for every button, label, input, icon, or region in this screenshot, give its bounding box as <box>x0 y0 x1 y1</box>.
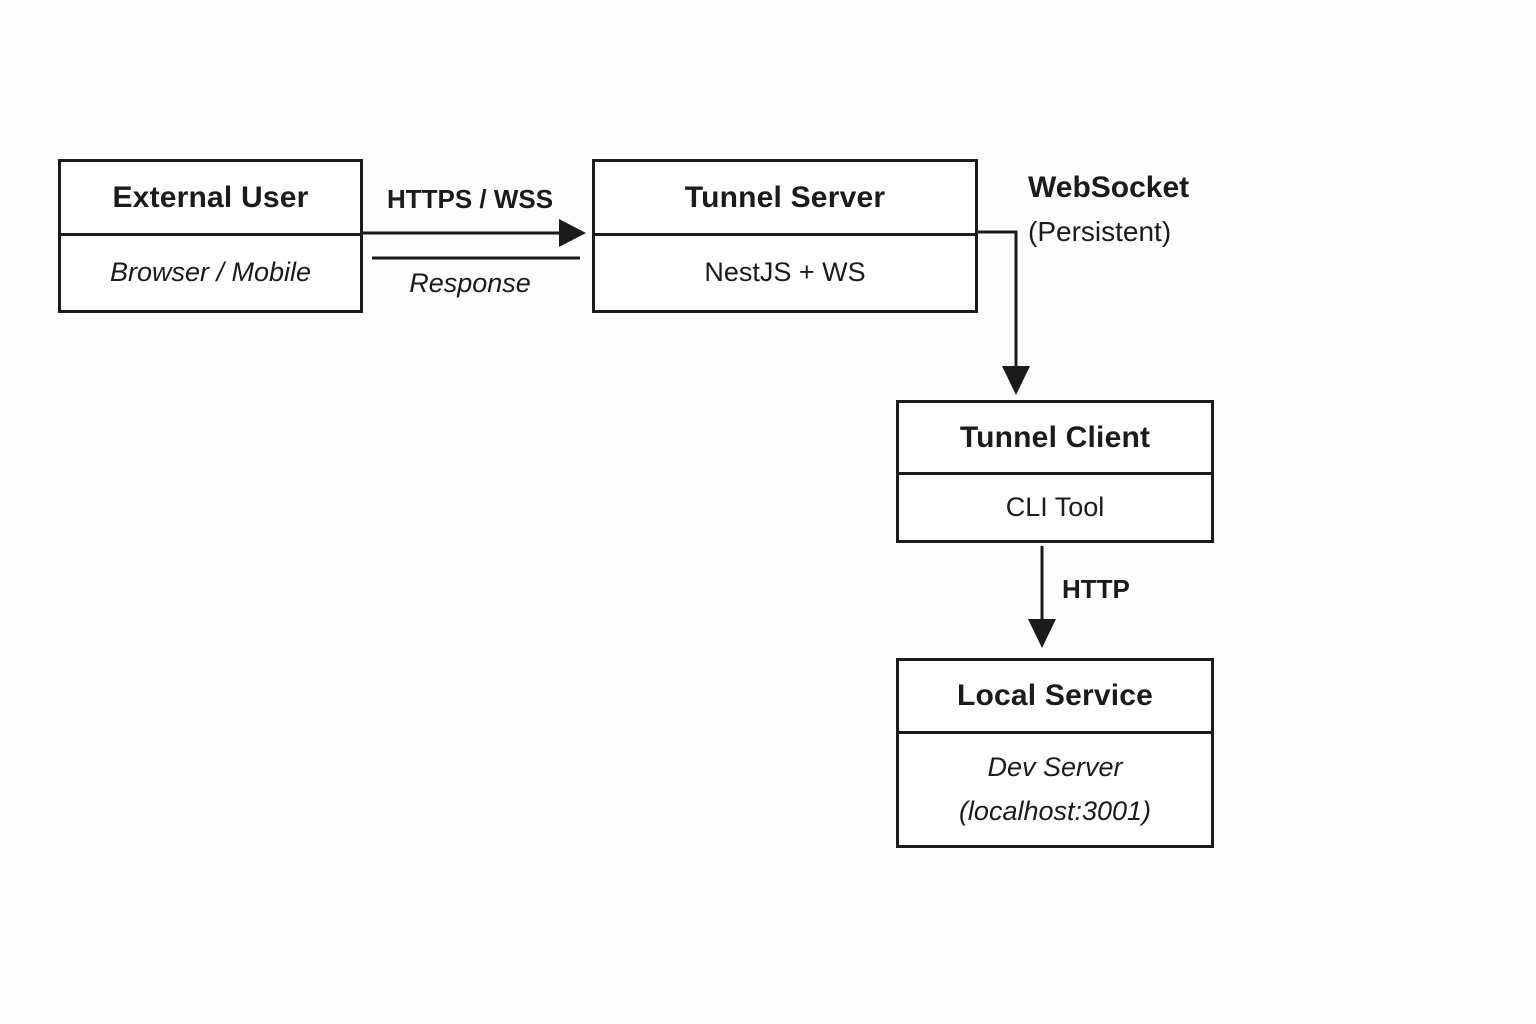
local-service-title: Local Service <box>899 661 1211 734</box>
local-service-subtitle: Dev Server (localhost:3001) <box>899 734 1211 845</box>
websocket-edge-label: WebSocket (Persistent) <box>1028 166 1189 254</box>
external-user-subtitle: Browser / Mobile <box>109 257 312 288</box>
tunnel-client-title: Tunnel Client <box>899 403 1211 475</box>
websocket-connector-line <box>977 230 1018 370</box>
websocket-edge-label-line1: WebSocket <box>1028 171 1190 204</box>
http-arrowhead <box>1028 619 1056 648</box>
response-edge-label: Response <box>409 268 531 298</box>
tunnel-client-subtitle: CLI Tool <box>1005 491 1105 522</box>
tunnel-server-title: Tunnel Server <box>595 162 975 236</box>
http-edge-label: HTTP <box>1062 574 1130 604</box>
tunnel-server-subtitle: NestJS + WS <box>704 257 866 288</box>
local-service-subtitle-line2: (localhost:3001) <box>958 795 1152 826</box>
request-edge-label: HTTPS / WSS <box>386 184 554 214</box>
tunnel-server-node: Tunnel Server NestJS + WS <box>592 159 978 313</box>
request-arrowhead <box>559 219 586 247</box>
websocket-edge-label-line2: (Persistent) <box>1028 216 1172 247</box>
tunnel-client-node: Tunnel Client CLI Tool <box>896 400 1214 543</box>
local-service-node: Local Service Dev Server (localhost:3001… <box>896 658 1214 848</box>
local-service-subtitle-line1: Dev Server <box>987 752 1123 783</box>
external-user-title: External User <box>61 162 360 236</box>
external-user-node: External User Browser / Mobile <box>58 159 363 313</box>
websocket-arrowhead <box>1002 366 1030 395</box>
